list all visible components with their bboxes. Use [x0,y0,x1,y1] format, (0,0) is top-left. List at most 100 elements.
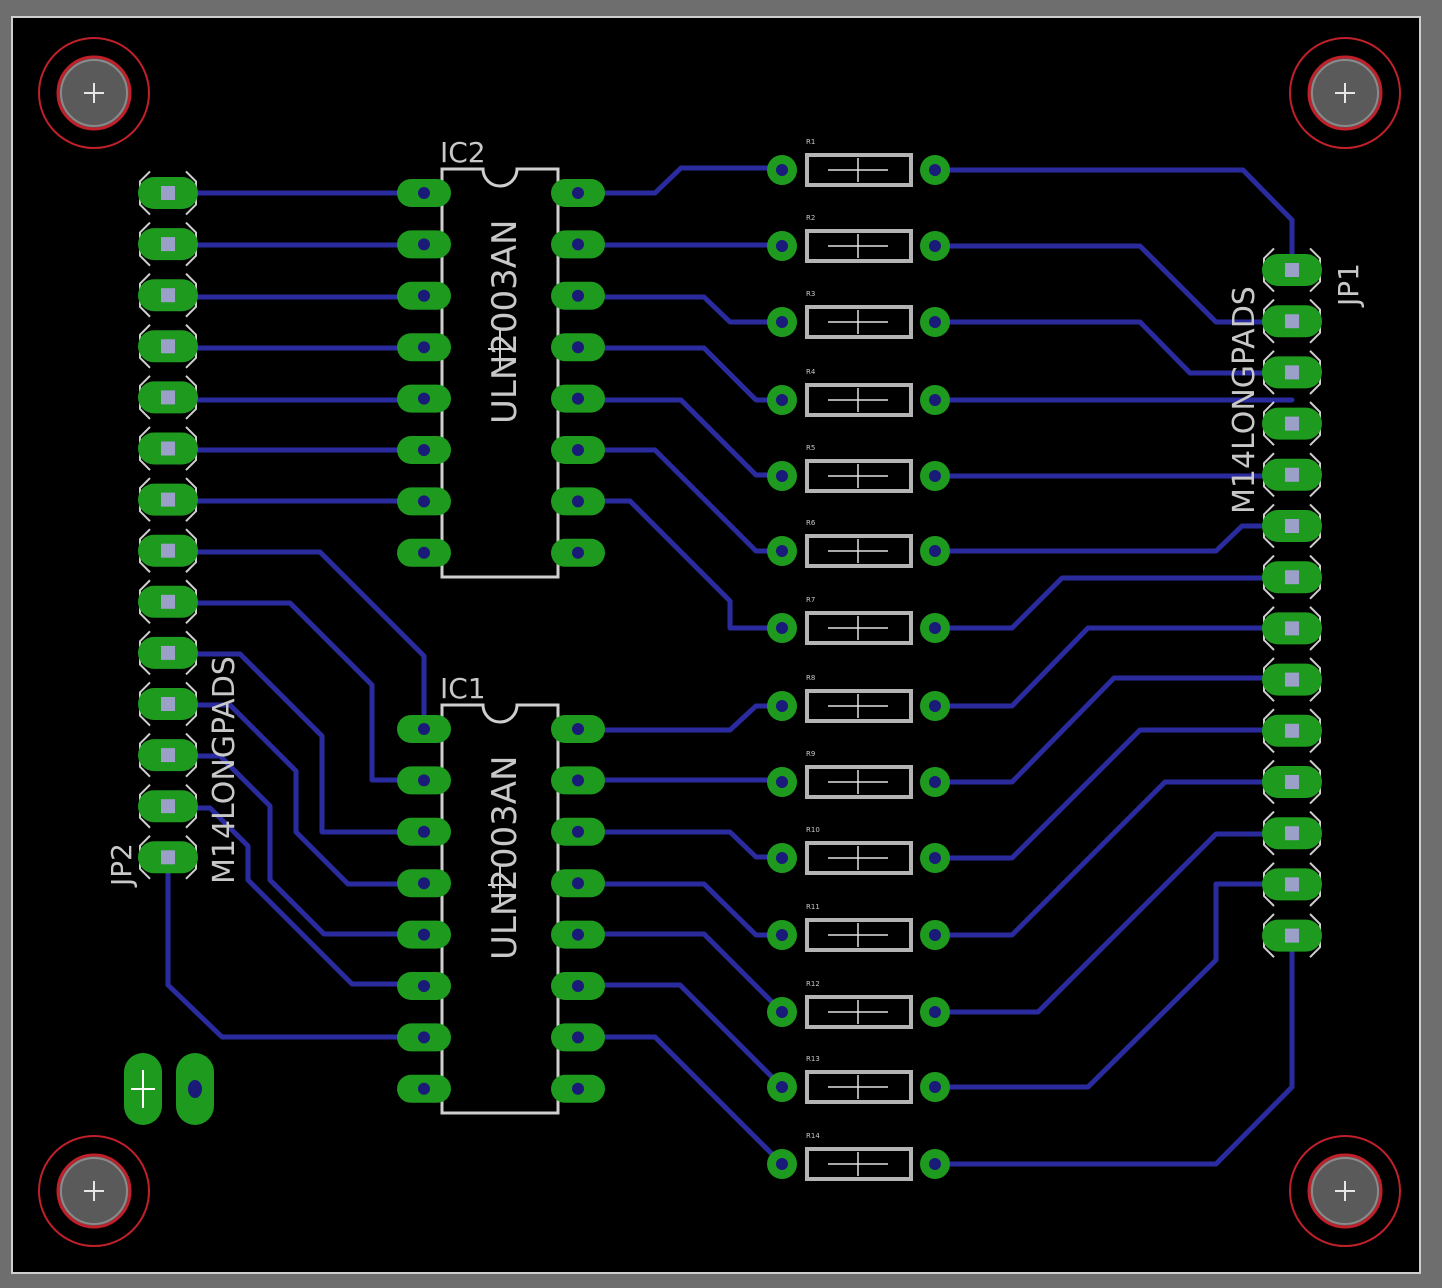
resistor-label: R12 [806,980,820,988]
header-pin [161,799,175,814]
resistor-label: R11 [806,903,820,911]
resistor-drill [929,394,941,406]
header-pin [161,186,175,200]
ic-drill [418,980,430,992]
resistor-body [805,1070,913,1104]
ic-drill [572,341,584,354]
ic-drill [418,289,430,302]
resistor: R2 [767,214,950,263]
resistor-body [805,1147,913,1181]
ic-drill [572,825,584,838]
jp1-name-label: JP1 [1332,263,1365,308]
trace [932,319,1295,376]
ic-drill [418,825,430,838]
header-pin [161,748,175,763]
ic-drill [572,546,584,559]
ic-drill [572,723,584,735]
resistor-drill [929,1006,941,1018]
resistor-mark [828,1152,888,1176]
resistor-drill [929,1158,941,1170]
trace [932,575,1295,631]
resistor: R6 [767,519,950,568]
resistor-drill [776,776,788,788]
resistor-body [805,459,913,493]
header-pin [1285,570,1299,585]
resistor-body [805,689,913,723]
ic-drill [418,1031,430,1044]
ic1-value-label: ULN2003AN [485,756,525,960]
resistor-label: R14 [806,1132,820,1140]
header-pin [1285,519,1299,533]
resistor: R9 [767,750,950,799]
header-pin [1285,826,1299,841]
header-pin [1285,672,1299,687]
trace [575,982,785,1090]
resistor-label: R13 [806,1055,820,1063]
resistor-drill [776,240,788,252]
mounting-holes [38,37,1401,1247]
ic2-value-label: ULN2003AN [485,220,525,424]
ic-outline [440,703,560,1115]
ic-drill [418,187,430,199]
resistor-drill [929,852,941,864]
resistor-drill [776,1006,788,1018]
ic-drill [418,774,430,787]
resistor: R1 [767,138,950,187]
jp1-header [1262,247,1322,958]
header-pin [161,288,175,303]
jumper-drill [188,1080,202,1098]
resistor-mark [828,388,888,412]
trace [165,651,427,835]
ic-drill [418,1082,430,1095]
ic-drill [572,928,584,941]
header-pin [1285,416,1299,431]
ic-origin-mark [488,865,512,905]
header-pin [1285,314,1299,329]
header-pin [1285,621,1299,636]
resistor-drill [776,700,788,712]
resistor-body [805,153,913,187]
pin-headers [138,170,1322,958]
resistor-body [805,383,913,417]
header-pin [1285,723,1299,738]
resistor-label: R2 [806,214,815,222]
ic-outline [440,167,560,579]
ic-drill [418,546,430,559]
header-pin [161,492,175,507]
header-pin [1285,365,1299,380]
resistor: R5 [767,444,950,493]
trace [932,831,1295,1015]
hole-cross [84,1181,104,1201]
resistor-label: R5 [806,444,815,452]
header-pin [161,697,175,711]
ic-drill [572,187,584,199]
resistor-body [805,305,913,339]
trace [932,625,1295,709]
trace [575,294,785,325]
trace [575,931,785,1015]
resistor-mark [828,694,888,718]
trace [165,702,427,887]
ic-drill [418,928,430,941]
ic-drill [418,495,430,508]
mounting-hole [1289,37,1401,149]
trace [932,881,1295,1090]
header-pin [161,390,175,405]
hole-cross [1335,83,1355,103]
header-pin [1285,467,1299,482]
resistor-label: R1 [806,138,815,146]
jumper-cross [131,1070,155,1108]
jp2-header [138,170,198,880]
resistor-drill [776,1081,788,1093]
resistor-mark [828,1075,888,1099]
resistor-label: R7 [806,596,815,604]
resistor-drill [776,622,788,634]
header-pin [161,594,175,609]
ic2-name-label: IC2 [440,136,486,169]
header-pin [1285,775,1299,789]
resistor-label: R10 [806,826,820,834]
hole-cross [84,83,104,103]
trace [932,243,1295,325]
resistor-drill [929,545,941,557]
